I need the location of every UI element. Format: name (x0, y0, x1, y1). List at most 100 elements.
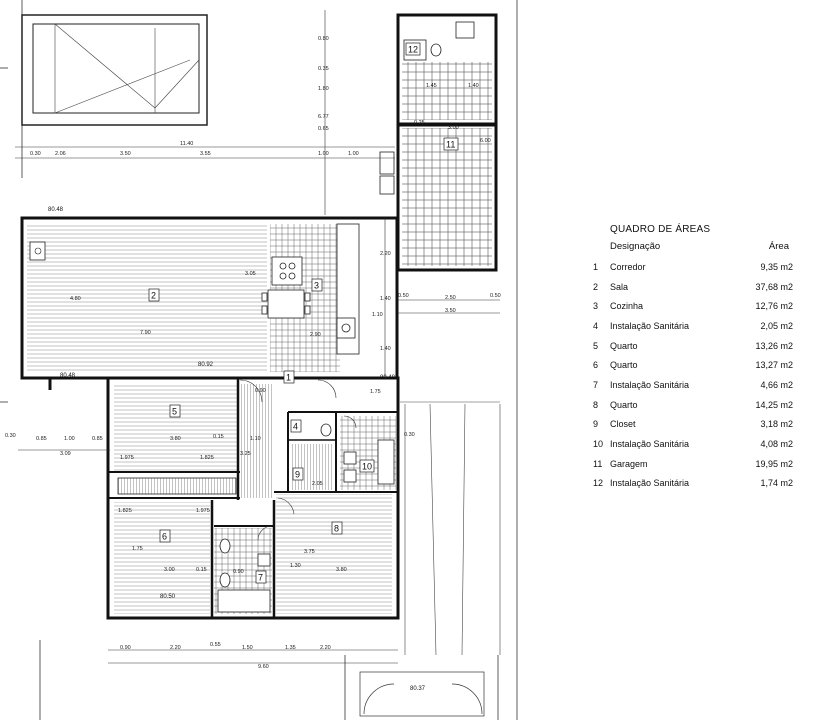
row-designation: Instalação Sanitária (610, 439, 690, 450)
dimension-label: 0.30 (404, 432, 415, 438)
dimension-label: 2.20 (320, 645, 331, 651)
dimension-label: 1.975 (120, 455, 134, 461)
door-swings (239, 379, 357, 541)
bathroom-7-fixtures (217, 538, 271, 613)
dimension-label: 0.90 (120, 645, 131, 651)
dimension-label: 1.825 (200, 455, 214, 461)
dimension-label: 2.06 (55, 151, 66, 157)
room-number-box (359, 459, 375, 473)
dimension-label: 1.35 (285, 645, 296, 651)
room-number-box (255, 570, 267, 584)
dimension-label: 4.80 (70, 296, 81, 302)
dimension-label: 7.90 (140, 330, 151, 336)
dimension-label: 1.45 (426, 83, 437, 89)
dimension-label: 0.55 (210, 642, 221, 648)
dimension-label: 9.60 (258, 664, 269, 670)
dimension-label: 0.15 (196, 567, 207, 573)
row-designation: Closet (610, 419, 636, 430)
dimension-label: 2.05 (312, 481, 323, 487)
kitchen-counters (271, 223, 360, 355)
dimension-label: 1.50 (242, 645, 253, 651)
dimension-label: 3.80 (170, 436, 181, 442)
garage (379, 122, 498, 272)
dimension-label: 3.50 (120, 151, 131, 157)
closet-strip (117, 477, 237, 495)
room-number-box (331, 521, 343, 535)
dimension-label: 0.90 (233, 569, 244, 575)
dimension-label: 1.10 (372, 312, 383, 318)
dimension-label: 0.25 (414, 120, 425, 126)
row-designation: Instalação Sanitária (610, 320, 690, 331)
area-table-title: QUADRO DE ÁREAS (610, 224, 711, 235)
room-number: 7 (258, 573, 263, 583)
corridor-floor (240, 384, 272, 498)
dimension-label: 3.00 (448, 125, 459, 131)
row-area: 37,68 m2 (755, 281, 793, 292)
row-number: 11 (593, 458, 603, 469)
level-mark: 80.48 (60, 373, 76, 379)
dimension-lines (15, 10, 500, 664)
designation-header: Designação (610, 241, 661, 252)
dimension-label: 1.30 (290, 563, 301, 569)
closet-9-floor (290, 444, 334, 490)
annex-12 (396, 13, 498, 127)
row-number: 2 (593, 281, 599, 292)
dimension-label: 0.85 (36, 436, 47, 442)
dimension-label: 0.30 (5, 433, 16, 439)
room-number: 9 (295, 470, 300, 480)
room-number-box (292, 467, 304, 481)
dimension-label: 3.80 (336, 567, 347, 573)
dimension-label: 1.75 (370, 389, 381, 395)
dimension-label: 2.20 (170, 645, 181, 651)
dining-table (261, 289, 311, 319)
bathroom-10-fixtures (320, 423, 395, 485)
row-area: 4,08 m2 (760, 439, 793, 450)
room-number: 2 (151, 291, 156, 301)
area-header: Área (768, 241, 789, 252)
row-designation: Quarto (610, 340, 638, 351)
room-number-box (148, 288, 160, 302)
dimension-label: 0.35 (318, 66, 329, 72)
area-table-row: 3 Cozinha 12,76 m2 (593, 296, 793, 316)
dimension-label: 0.80 (318, 36, 329, 42)
row-number: 8 (593, 399, 599, 410)
dimension-label: 1.825 (118, 508, 132, 514)
row-designation: Cozinha (610, 301, 644, 312)
dimension-label: 3.50 (445, 308, 456, 314)
dimension-label: 1.80 (318, 86, 329, 92)
room-number: 11 (446, 140, 455, 150)
dimension-label: 6.77 (318, 114, 329, 120)
row-designation: Quarto (610, 399, 638, 410)
room-number: 5 (172, 407, 177, 417)
row-area: 12,76 m2 (755, 301, 793, 312)
level-mark: 80.37 (410, 686, 426, 692)
row-designation: Instalação Sanitária (610, 478, 690, 489)
room-number: 10 (362, 462, 372, 472)
bedroom-6-floor (114, 502, 210, 614)
dimension-label: 0.90 (255, 388, 266, 394)
row-area: 14,25 m2 (755, 399, 793, 410)
swimming-pool (21, 14, 208, 126)
dimension-label: 3.09 (60, 451, 71, 457)
living-sink (29, 241, 46, 261)
dimension-label: 2.50 (445, 295, 456, 301)
row-number: 9 (593, 419, 599, 430)
area-table-row: 8 Quarto 14,25 m2 (593, 395, 793, 415)
dimension-label: 3.00 (164, 567, 175, 573)
row-area: 1,74 m2 (760, 478, 793, 489)
room-number: 1 (286, 373, 291, 383)
level-mark: 80.48 (380, 375, 396, 381)
row-designation: Corredor (610, 261, 646, 272)
row-designation: Sala (610, 281, 629, 292)
row-number: 3 (593, 301, 599, 312)
